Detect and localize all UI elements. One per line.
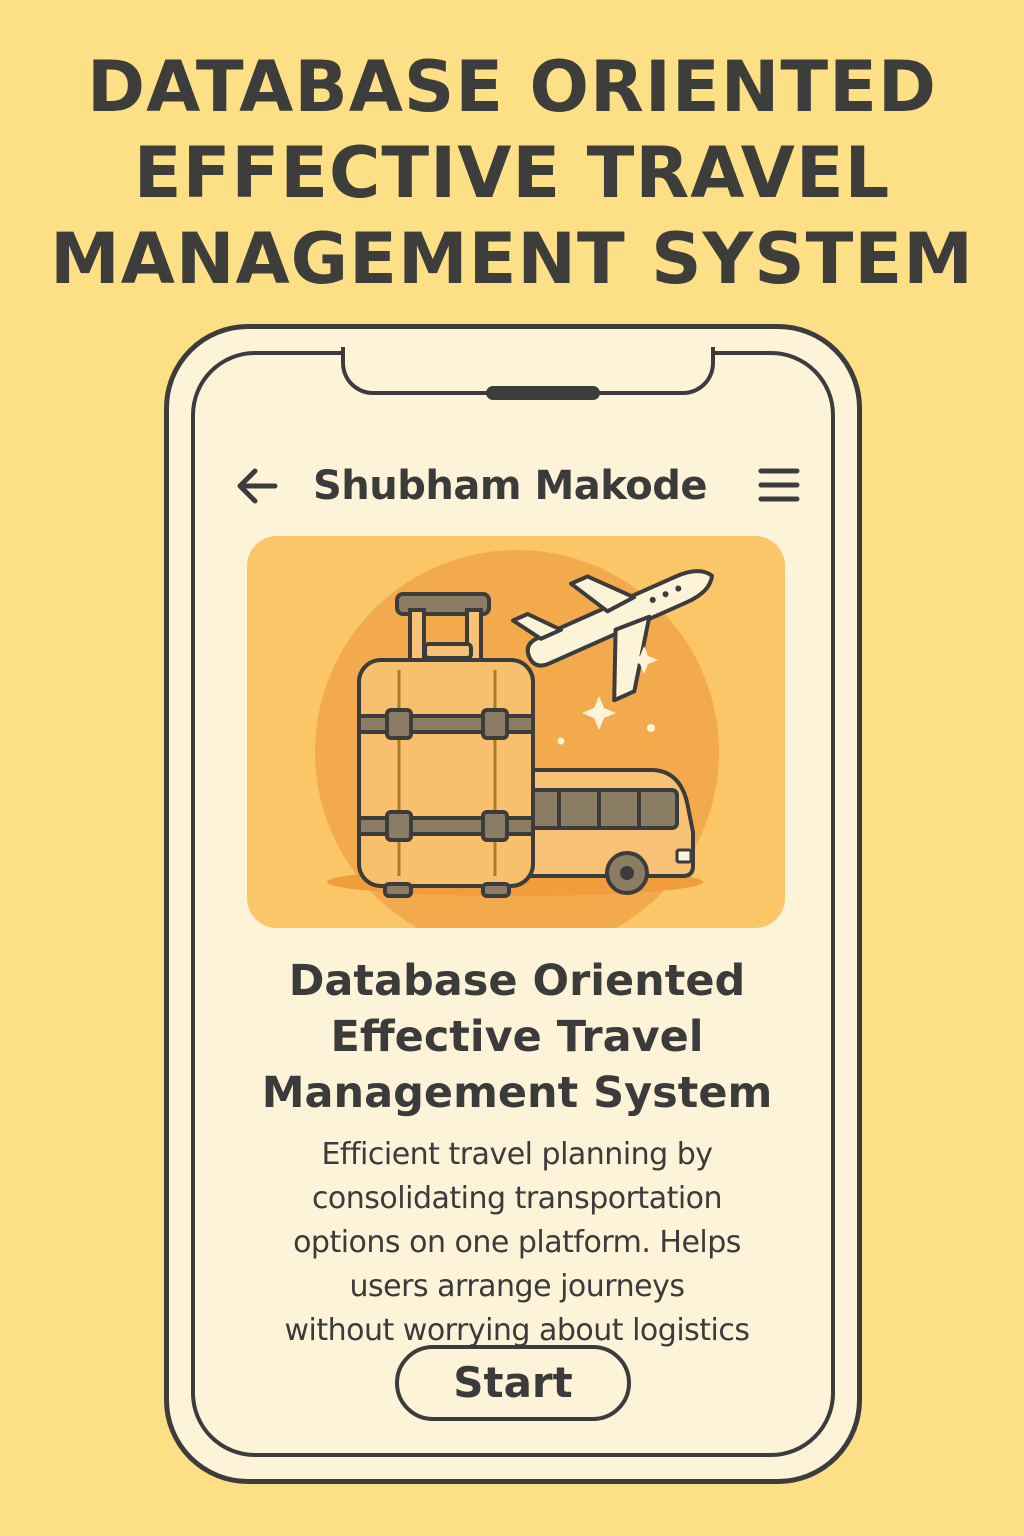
start-button[interactable]: Start (395, 1345, 631, 1421)
description-line: without worrying about logistics (284, 1313, 750, 1348)
app-title-line: Management System (261, 1068, 773, 1118)
sparkle-dot (557, 737, 565, 745)
arrow-left-icon (237, 468, 278, 504)
menu-button[interactable] (757, 463, 801, 507)
description-line: consolidating transportation (311, 1181, 723, 1216)
phone-frame: Shubham Makode (164, 324, 862, 1484)
description-line: users arrange journeys (349, 1269, 685, 1304)
app-header: Shubham Makode (195, 451, 831, 521)
airplane-icon (511, 569, 715, 703)
sparkle-dot (647, 724, 655, 732)
app-title: Database Oriented Effective Travel Manag… (215, 953, 819, 1121)
description-line: options on one platform. Helps (293, 1225, 741, 1260)
poster-title-line: EFFECTIVE TRAVEL (133, 132, 891, 214)
header-title: Shubham Makode (313, 463, 708, 509)
hero-illustration-card (247, 536, 785, 928)
app-description: Efficient travel planning by consolidati… (205, 1133, 829, 1353)
suitcase-icon (357, 592, 535, 898)
app-title-line: Effective Travel (330, 1012, 704, 1062)
description-line: Efficient travel planning by (321, 1137, 713, 1172)
poster-title: DATABASE ORIENTED EFFECTIVE TRAVEL MANAG… (0, 44, 1024, 302)
sparkle-icon (582, 696, 616, 730)
travel-illustration (315, 550, 719, 928)
hamburger-menu-icon (758, 468, 800, 502)
phone-speaker (486, 386, 600, 400)
sparkle-icon (630, 646, 658, 674)
phone-screen: Shubham Makode (191, 347, 835, 1457)
bus-icon (507, 768, 695, 895)
poster-title-line: DATABASE ORIENTED (87, 46, 937, 128)
app-title-line: Database Oriented (288, 956, 746, 1006)
poster-title-line: MANAGEMENT SYSTEM (50, 218, 974, 300)
back-button[interactable] (233, 461, 283, 511)
